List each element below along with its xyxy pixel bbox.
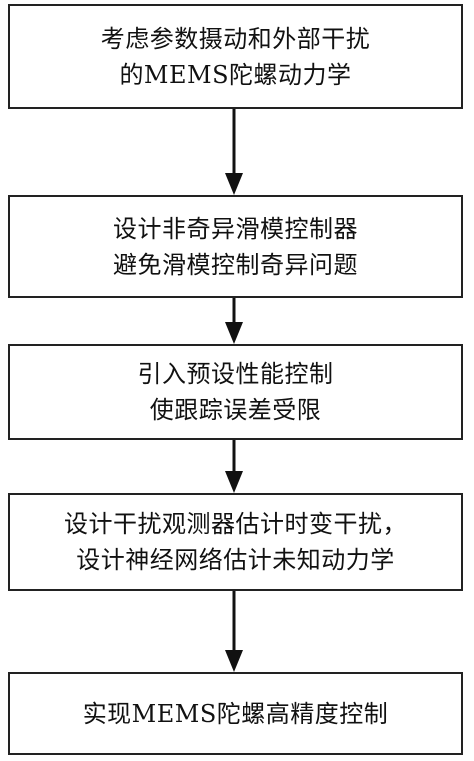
flow-arrow-1: [223, 109, 245, 195]
flow-step-3-line-1: 引入预设性能控制: [137, 360, 334, 388]
flow-step-5-line-1: 实现MEMS陀螺高精度控制: [82, 699, 389, 728]
flow-step-1: 考虑参数摄动和外部干扰 的MEMS陀螺动力学: [8, 4, 463, 109]
flow-arrow-2: [223, 298, 245, 344]
flow-step-2-line-1: 设计非奇异滑模控制器: [113, 214, 358, 243]
flow-step-2-line-2: 避免滑模控制奇异问题: [113, 250, 358, 279]
flow-step-3: 引入预设性能控制 使跟踪误差受限: [8, 344, 463, 440]
flow-step-4-line-2: 设计神经网络估计未知动力学: [76, 546, 395, 574]
flow-step-5: 实现MEMS陀螺高精度控制: [8, 672, 463, 755]
flow-arrow-3: [223, 440, 245, 493]
flow-step-4: 设计干扰观测器估计时变干扰， 设计神经网络估计未知动力学: [8, 493, 463, 591]
flow-step-3-line-2: 使跟踪误差受限: [149, 396, 322, 424]
flow-step-1-line-2: 的MEMS陀螺动力学: [119, 60, 352, 89]
flow-step-4-line-1: 设计干扰观测器估计时变干扰，: [64, 510, 407, 538]
flow-step-1-line-1: 考虑参数摄动和外部干扰: [100, 24, 371, 53]
flow-arrow-4: [223, 591, 245, 672]
flow-step-2: 设计非奇异滑模控制器 避免滑模控制奇异问题: [8, 195, 463, 298]
